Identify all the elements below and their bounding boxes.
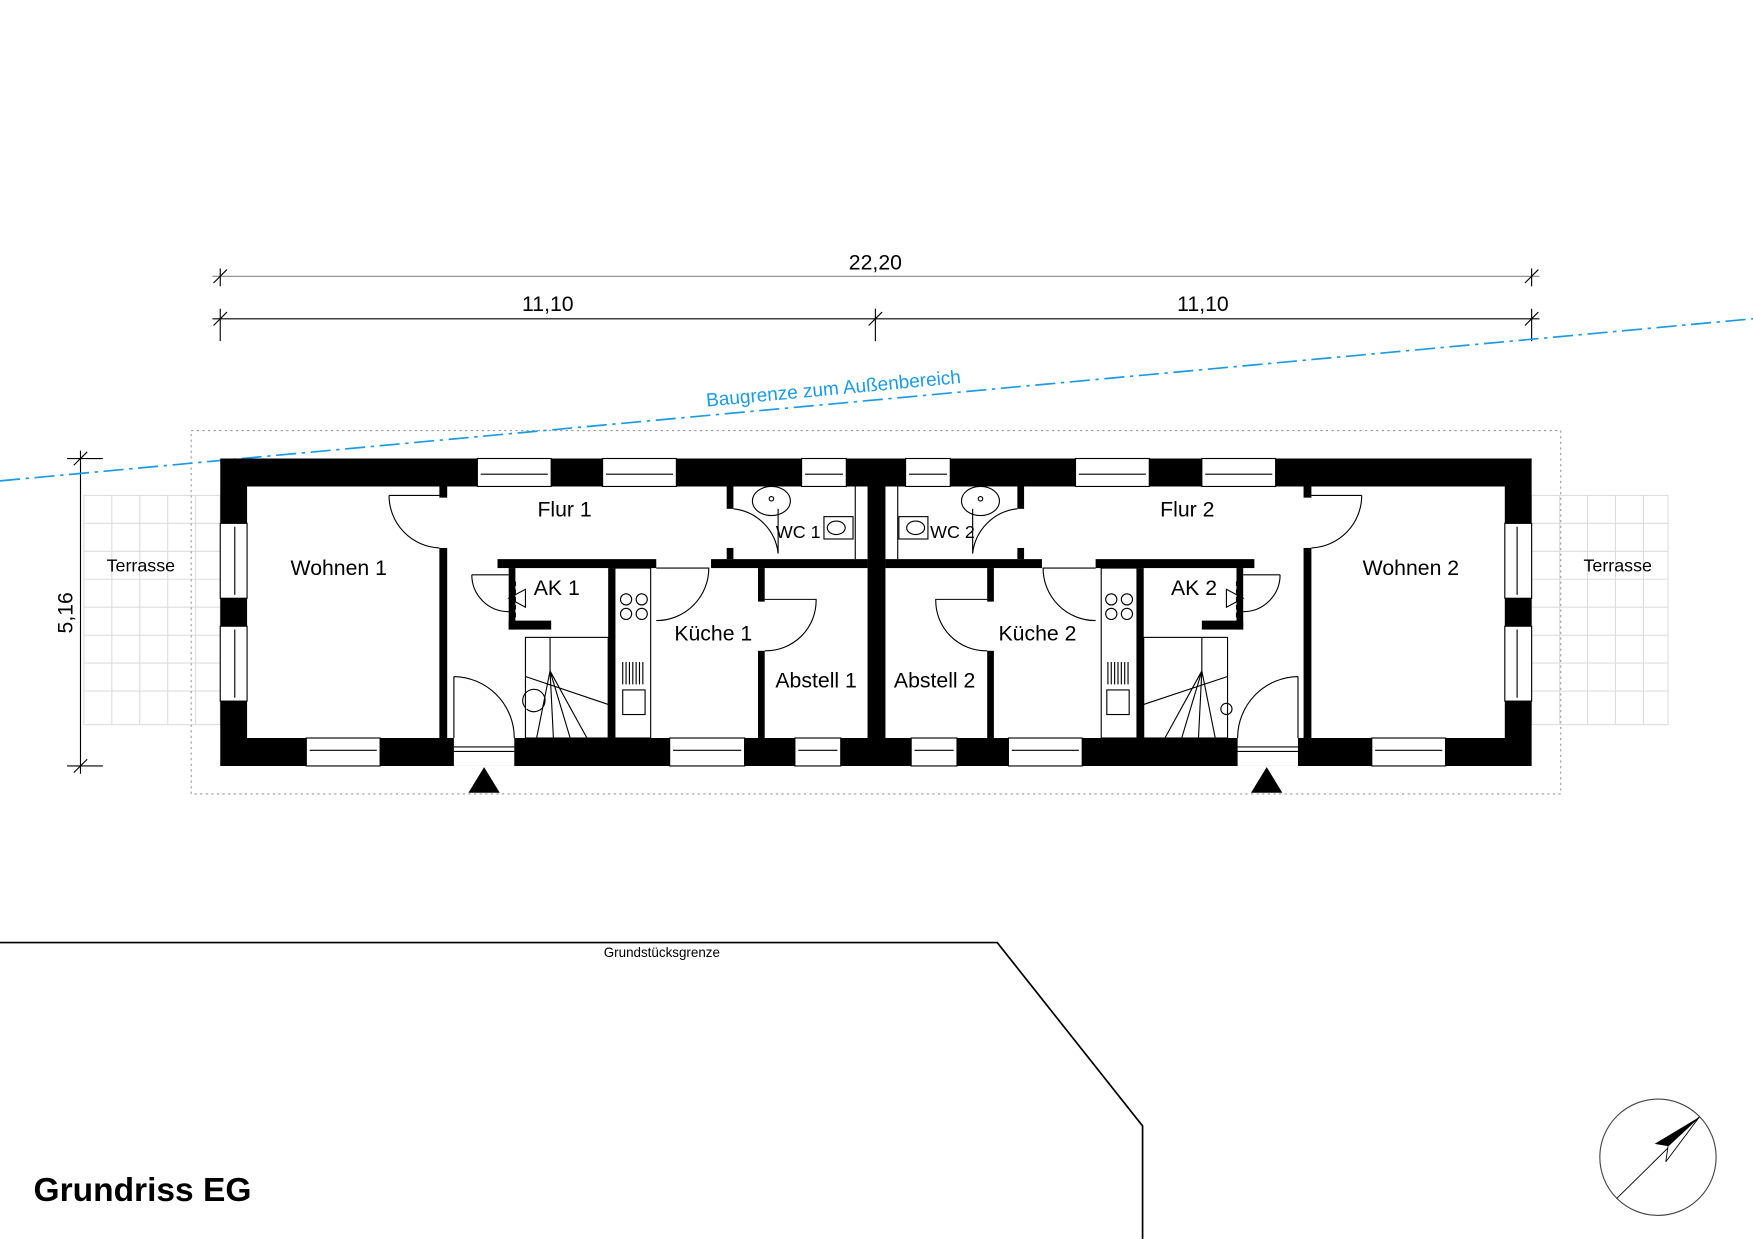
room-ak-1: AK 1 bbox=[534, 576, 580, 600]
room-abstell-1: Abstell 1 bbox=[775, 669, 856, 693]
baugrenze-line bbox=[0, 317, 1753, 482]
room-flur-2: Flur 2 bbox=[1160, 498, 1214, 522]
room-ak-2: AK 2 bbox=[1171, 576, 1217, 600]
wc-fixtures bbox=[751, 485, 1001, 560]
baugrenze-label: Baugrenze zum Außenbereich bbox=[705, 367, 961, 412]
north-arrow-icon bbox=[1599, 1098, 1717, 1216]
entrance-marker-1 bbox=[468, 767, 500, 793]
room-wohnen-2: Wohnen 2 bbox=[1363, 556, 1459, 580]
dimension-left-half: 11,10 bbox=[522, 292, 574, 316]
windows bbox=[219, 457, 1533, 767]
dimension-total: 22,20 bbox=[849, 251, 902, 275]
room-wc-1: WC 1 bbox=[776, 522, 821, 542]
doors bbox=[388, 494, 1363, 739]
grundstuecksgrenze-line bbox=[0, 941, 1144, 1239]
room-wohnen-1: Wohnen 1 bbox=[291, 556, 387, 580]
room-abstell-2: Abstell 2 bbox=[894, 669, 975, 693]
drawing-title: Grundriss EG bbox=[34, 1172, 252, 1209]
dimension-lines bbox=[67, 268, 1540, 774]
room-terrasse-right: Terrasse bbox=[1583, 555, 1652, 575]
walls bbox=[220, 458, 1532, 766]
terrace-right bbox=[1531, 494, 1669, 726]
stairs bbox=[507, 581, 1245, 739]
terrace-left bbox=[83, 494, 221, 726]
grundstuecksgrenze-label: Grundstücksgrenze bbox=[604, 945, 720, 960]
room-kueche-1: Küche 1 bbox=[674, 622, 752, 646]
kitchen-fixtures bbox=[614, 567, 1138, 739]
room-wc-2: WC 2 bbox=[930, 522, 975, 542]
room-kueche-2: Küche 2 bbox=[999, 622, 1077, 646]
room-terrasse-left: Terrasse bbox=[107, 555, 176, 575]
dimension-depth: 5,16 bbox=[54, 592, 78, 633]
dimension-right-half: 11,10 bbox=[1177, 292, 1229, 316]
entrance-marker-2 bbox=[1251, 767, 1283, 793]
room-flur-1: Flur 1 bbox=[537, 498, 591, 522]
